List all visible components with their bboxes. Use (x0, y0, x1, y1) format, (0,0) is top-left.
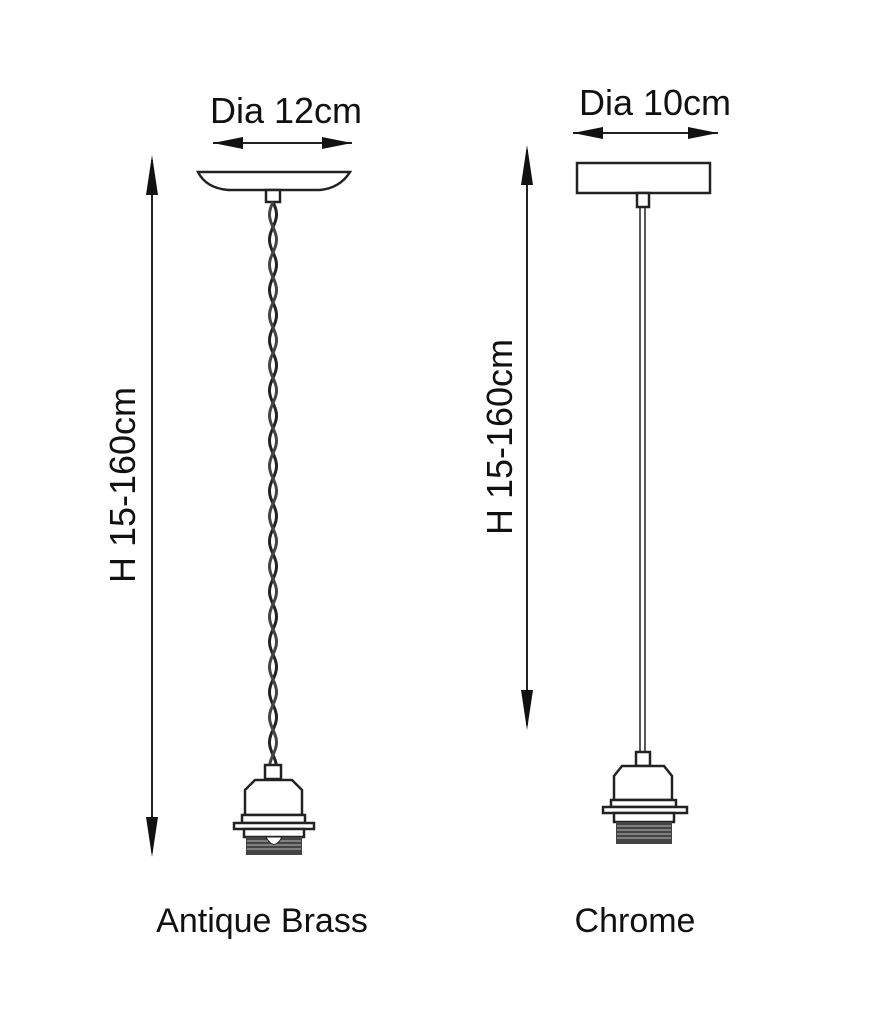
dish-canopy (195, 170, 353, 204)
diameter-label-right: Dia 10cm (579, 82, 731, 123)
twisted-cord (267, 201, 279, 765)
height-label-right: H 15-160cm (479, 339, 520, 535)
diameter-arrow-left (213, 137, 352, 149)
flat-canopy (575, 161, 712, 209)
lampholder-right (601, 750, 689, 844)
antique-brass-pendant: Dia 12cm H 15-160cm (102, 90, 368, 940)
height-label-left: H 15-160cm (102, 387, 143, 583)
straight-cord (639, 207, 646, 752)
height-arrow-left (146, 155, 158, 857)
lampholder-left (232, 763, 316, 855)
diameter-label-left: Dia 12cm (210, 90, 362, 131)
product-label-antique-brass: Antique Brass (156, 902, 368, 940)
diameter-arrow-right (573, 127, 718, 139)
height-arrow-right (521, 145, 533, 730)
product-label-chrome: Chrome (575, 902, 696, 940)
chrome-pendant: Dia 10cm H 15-160cm Chr (479, 82, 731, 940)
